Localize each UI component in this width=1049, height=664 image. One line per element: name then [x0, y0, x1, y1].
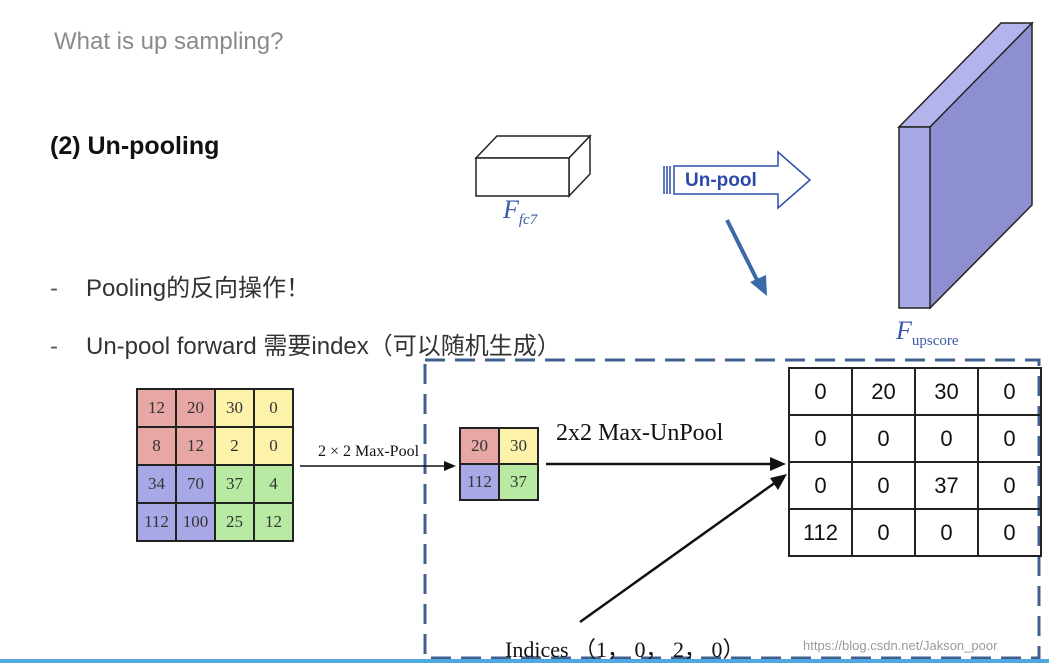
- down-arrow: [727, 220, 767, 296]
- fc7-label-sub: fc7: [519, 212, 537, 228]
- indices-arrow: [580, 474, 787, 622]
- output-matrix-cell: 37: [915, 462, 978, 509]
- maxpool-arrow: [300, 461, 456, 471]
- output-matrix-cell: 30: [915, 368, 978, 415]
- fc7-label-main: F: [503, 195, 519, 224]
- output-matrix-cell: 0: [852, 462, 915, 509]
- fc7-label: Ffc7: [503, 195, 537, 229]
- input-matrix-cell: 34: [137, 465, 176, 503]
- input-matrix-cell: 37: [215, 465, 254, 503]
- input-matrix-cell: 12: [176, 427, 215, 465]
- output-matrix-cell: 0: [789, 368, 852, 415]
- input-matrix-cell: 2: [215, 427, 254, 465]
- maxunpool-arrow: [546, 457, 786, 471]
- upscore-label: Fupscore: [896, 316, 959, 350]
- pooled-matrix-cell: 20: [460, 428, 499, 464]
- watermark: https://blog.csdn.net/Jakson_poor: [803, 638, 997, 653]
- output-matrix-cell: 0: [789, 415, 852, 462]
- output-matrix-cell: 0: [978, 462, 1041, 509]
- pooled-matrix-cell: 30: [499, 428, 538, 464]
- input-matrix-cell: 30: [215, 389, 254, 427]
- output-matrix-cell: 112: [789, 509, 852, 556]
- output-matrix-cell: 0: [852, 509, 915, 556]
- input-matrix-cell: 25: [215, 503, 254, 541]
- input-matrix-cell: 12: [254, 503, 293, 541]
- pooled-matrix-cell: 112: [460, 464, 499, 500]
- input-matrix-cell: 100: [176, 503, 215, 541]
- output-matrix-cell: 20: [852, 368, 915, 415]
- upscore-label-main: F: [896, 316, 912, 345]
- output-matrix-cell: 0: [789, 462, 852, 509]
- maxunpool-label: 2x2 Max-UnPool: [556, 420, 723, 447]
- output-matrix-cell: 0: [978, 415, 1041, 462]
- pooled-matrix-cell: 37: [499, 464, 538, 500]
- fc7-box: [476, 136, 590, 196]
- output-matrix-cell: 0: [852, 415, 915, 462]
- bottom-bar: [0, 659, 1049, 663]
- input-matrix-cell: 20: [176, 389, 215, 427]
- input-matrix-cell: 4: [254, 465, 293, 503]
- input-matrix-cell: 8: [137, 427, 176, 465]
- output-matrix-cell: 0: [915, 415, 978, 462]
- upscore-slab: [899, 23, 1032, 308]
- output-matrix-cell: 0: [978, 509, 1041, 556]
- maxpool-label: 2 × 2 Max-Pool: [318, 443, 419, 461]
- input-matrix-cell: 0: [254, 427, 293, 465]
- upscore-label-sub: upscore: [912, 333, 959, 349]
- unpool-arrow-label: Un-pool: [685, 170, 757, 192]
- input-matrix-cell: 12: [137, 389, 176, 427]
- input-matrix-cell: 112: [137, 503, 176, 541]
- output-matrix-cell: 0: [978, 368, 1041, 415]
- input-matrix-cell: 70: [176, 465, 215, 503]
- output-matrix-cell: 0: [915, 509, 978, 556]
- input-matrix-cell: 0: [254, 389, 293, 427]
